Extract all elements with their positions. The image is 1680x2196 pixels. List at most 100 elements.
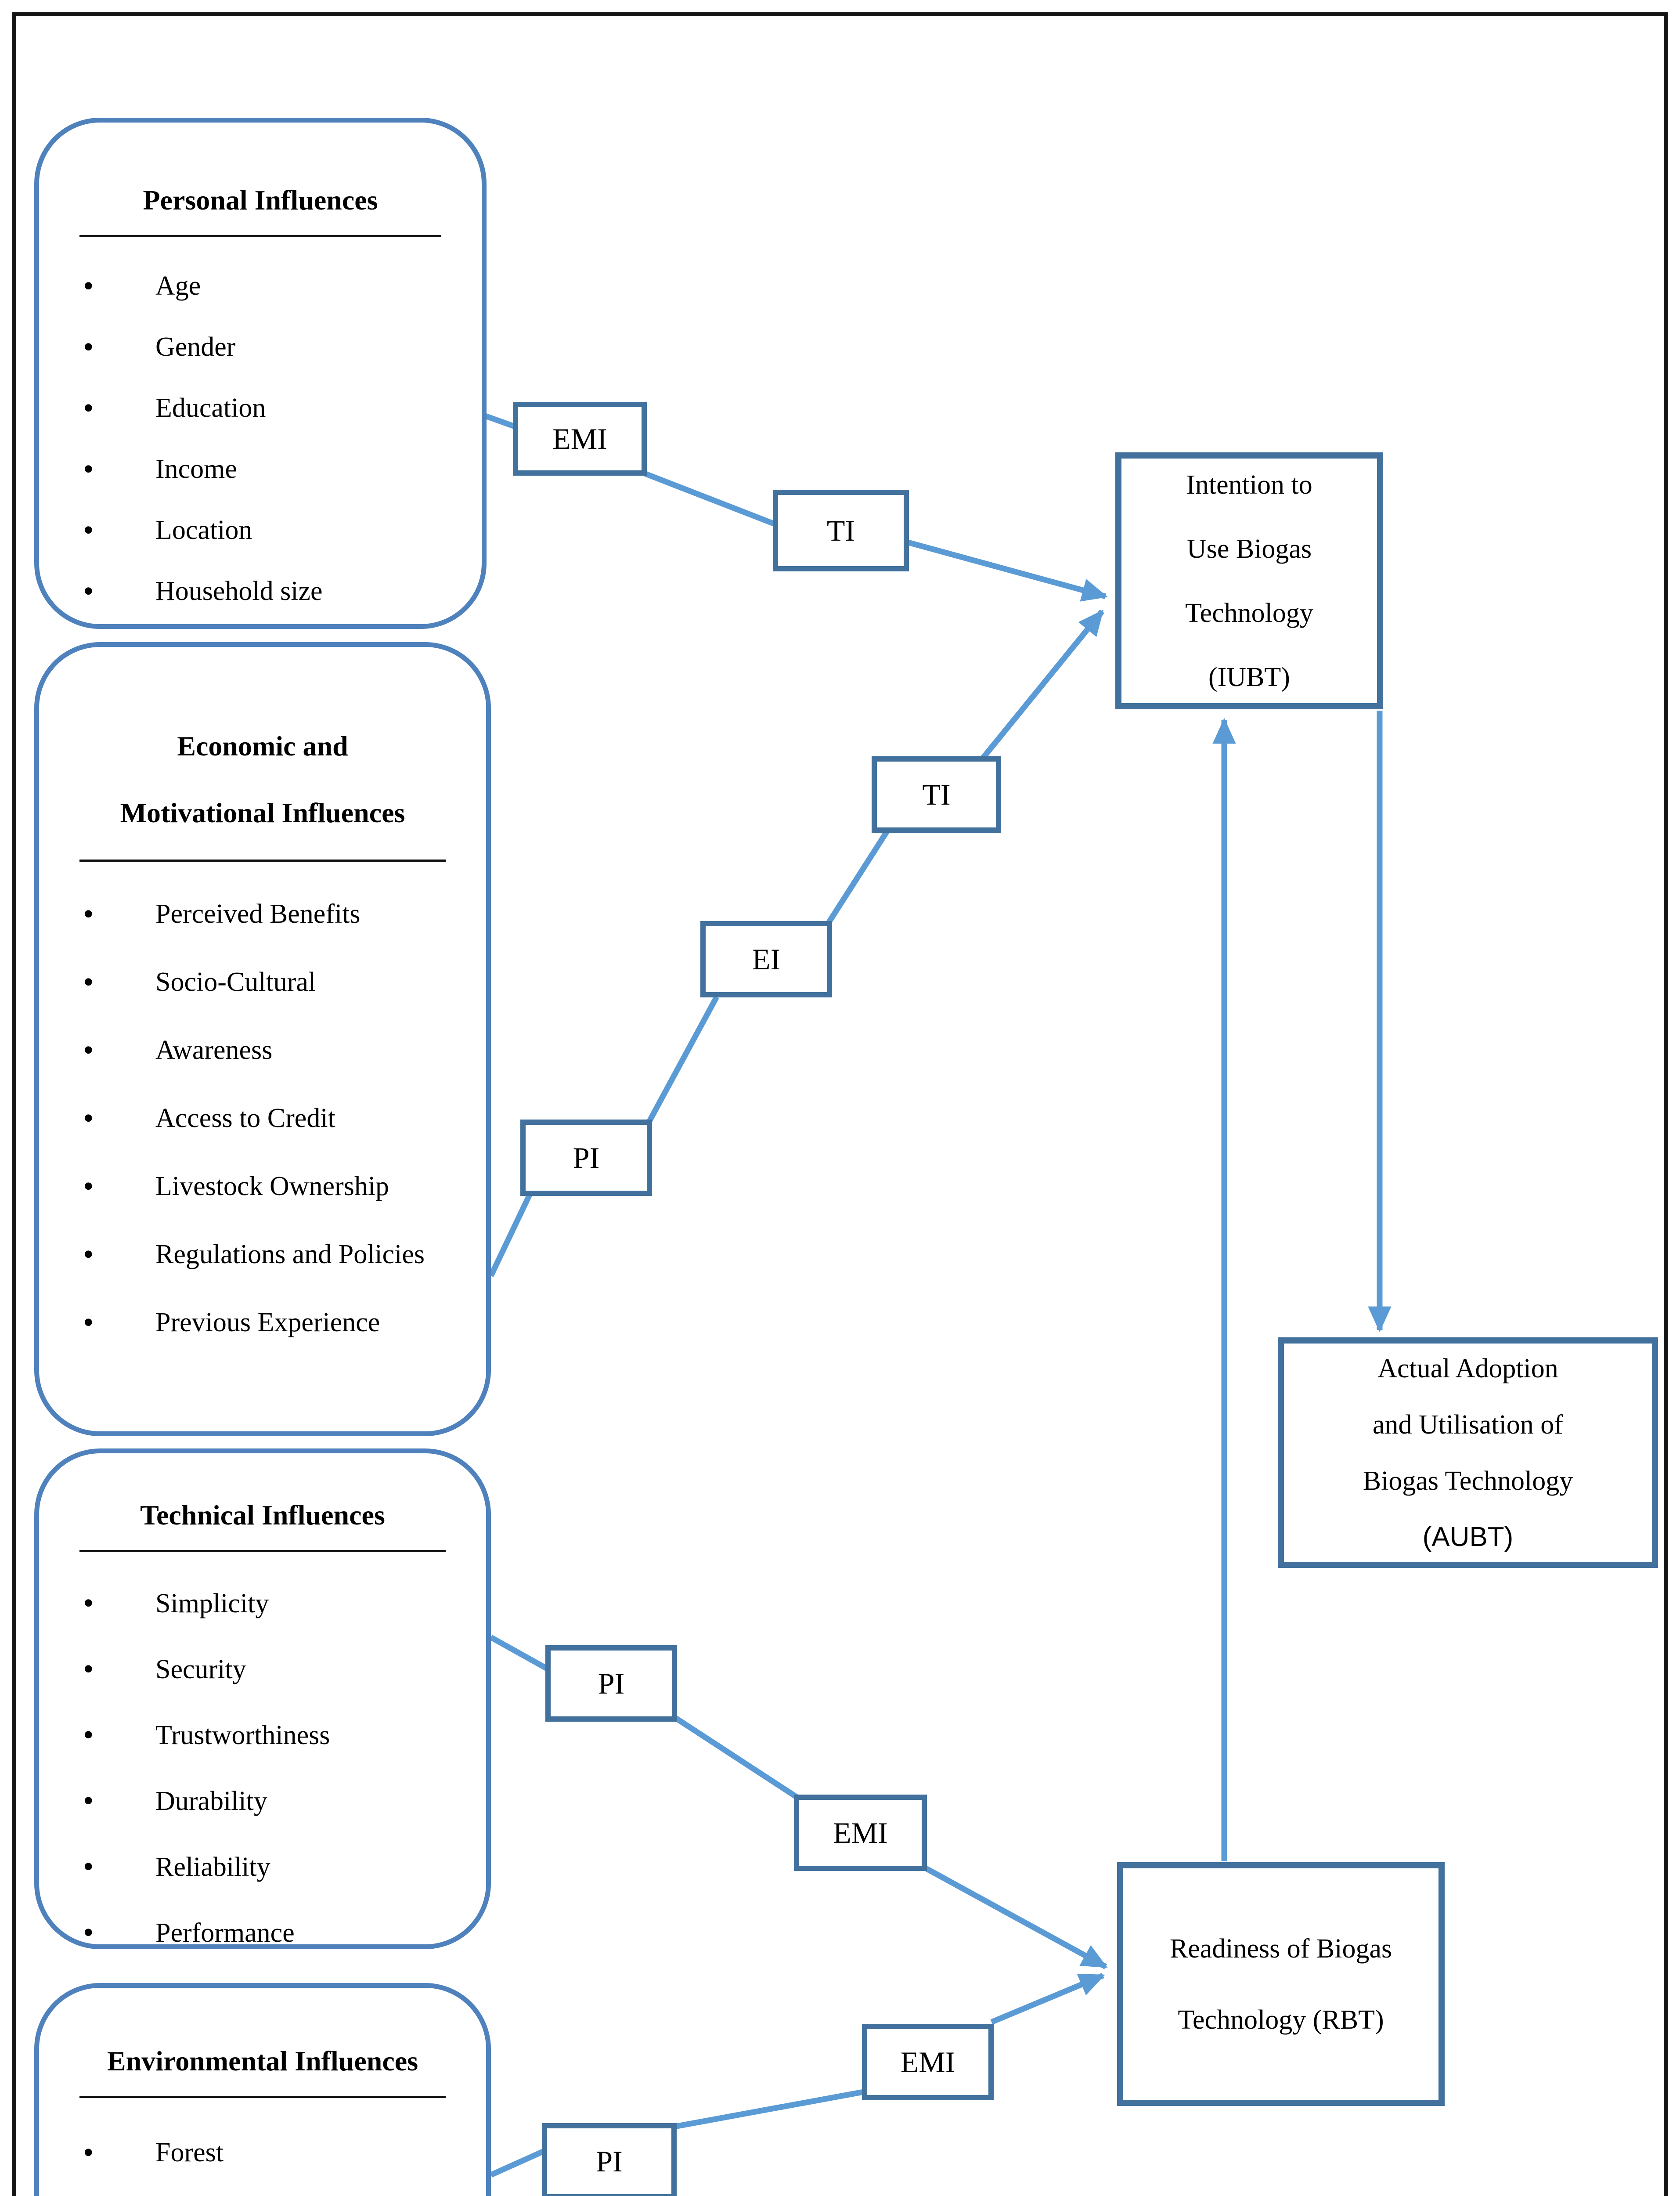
list-item: Forest bbox=[39, 2117, 486, 2189]
list-item: Education bbox=[39, 378, 482, 439]
bullet-icon bbox=[83, 439, 94, 501]
list-item-label: Previous Experience bbox=[155, 1307, 380, 1337]
title-underline bbox=[79, 860, 446, 862]
connector-label-emi-technical: EMI bbox=[794, 1795, 927, 1871]
title-line: Personal Influences bbox=[143, 184, 378, 216]
economic-motivational-influences-box: Economic and Motivational Influences Per… bbox=[34, 642, 491, 1436]
connector-label-emi-environmental: EMI bbox=[862, 2024, 994, 2100]
bullet-icon bbox=[83, 1768, 94, 1835]
line-economic-to-pi bbox=[488, 1190, 534, 1277]
bullet-icon bbox=[83, 2117, 94, 2190]
outcome-line: Use Biogas bbox=[1186, 534, 1312, 564]
list-item: Access to Credit bbox=[39, 1084, 486, 1152]
list-item-label: Durability bbox=[155, 1786, 267, 1816]
list-item: Socio-Cultural bbox=[39, 948, 486, 1016]
list-item-label: Socio-Cultural bbox=[155, 967, 316, 997]
connector-label-text: EI bbox=[752, 942, 781, 976]
title-underline bbox=[79, 235, 441, 237]
title-line: Economic and bbox=[177, 730, 348, 762]
environmental-influences-title: Environmental Influences bbox=[39, 2040, 486, 2083]
bullet-icon bbox=[83, 1571, 94, 1637]
list-item: Performance bbox=[39, 1900, 486, 1948]
environmental-influences-box: Environmental Influences Forest Water Av… bbox=[34, 1983, 491, 2196]
bullet-icon bbox=[83, 1702, 94, 1769]
personal-influences-title: Personal Influences bbox=[39, 179, 482, 222]
list-item-label: Income bbox=[155, 454, 237, 484]
list-item-label: Reliability bbox=[155, 1852, 270, 1882]
line-ti-to-iubt-arrow bbox=[907, 539, 1108, 602]
title-line: Environmental Influences bbox=[107, 2045, 418, 2077]
outcome-line: Biogas Technology bbox=[1363, 1466, 1573, 1496]
line-emi-to-rbt-arrow-2 bbox=[990, 1973, 1105, 2025]
title-line: Motivational Influences bbox=[120, 797, 405, 828]
connector-label-emi-personal: EMI bbox=[513, 402, 647, 476]
readiness-of-biogas-technology-box: Readiness of Biogas Technology (RBT) bbox=[1117, 1862, 1445, 2106]
list-item-label: Education bbox=[155, 393, 266, 423]
list-item-label: Regulations and Policies bbox=[155, 1239, 425, 1269]
list-item: Gender bbox=[39, 317, 482, 378]
personal-influences-list: Age Gender Education Income Location Hou… bbox=[39, 256, 482, 622]
list-item: Perceived Benefits bbox=[39, 880, 486, 948]
connector-label-pi-technical: PI bbox=[545, 1645, 677, 1722]
line-technical-to-pi bbox=[489, 1635, 554, 1674]
outcome-line: (IUBT) bbox=[1208, 662, 1290, 692]
bullet-icon bbox=[83, 880, 94, 950]
line-ti-to-iubt-arrow-2 bbox=[979, 609, 1105, 762]
list-item: Reliability bbox=[39, 1834, 486, 1900]
list-item: Trustworthiness bbox=[39, 1702, 486, 1768]
line-ei-to-ti bbox=[825, 830, 890, 926]
bullet-icon bbox=[83, 1221, 94, 1290]
bullet-icon bbox=[83, 1834, 94, 1901]
bullet-icon bbox=[83, 1084, 94, 1154]
line-environmental-to-pi bbox=[490, 2147, 548, 2178]
bullet-icon bbox=[83, 1636, 94, 1703]
bullet-icon bbox=[83, 500, 94, 562]
list-item: Regulations and Policies bbox=[39, 1221, 486, 1289]
list-item: Awareness bbox=[39, 1016, 486, 1084]
title-line: Technical Influences bbox=[140, 1499, 385, 1531]
list-item-label: Performance bbox=[155, 1918, 295, 1948]
list-item-label: Awareness bbox=[155, 1035, 273, 1065]
connector-label-pi-economic: PI bbox=[520, 1120, 652, 1196]
bullet-icon bbox=[83, 2189, 94, 2196]
bullet-icon bbox=[83, 1289, 94, 1358]
line-emi-to-ti bbox=[643, 470, 790, 532]
list-item: Location bbox=[39, 500, 482, 561]
connector-label-pi-environmental: PI bbox=[542, 2123, 677, 2196]
bullet-icon bbox=[83, 378, 94, 440]
bullet-icon bbox=[83, 948, 94, 1018]
technical-influences-title: Technical Influences bbox=[39, 1494, 486, 1537]
connector-label-text: EMI bbox=[552, 422, 607, 455]
outcome-line: and Utilisation of bbox=[1373, 1409, 1563, 1440]
list-item: Age bbox=[39, 256, 482, 317]
actual-adoption-utilisation-box: Actual Adoption and Utilisation of Bioga… bbox=[1278, 1337, 1658, 1568]
bullet-icon bbox=[83, 256, 94, 318]
line-pi-to-ei bbox=[645, 995, 719, 1126]
outcome-line: Technology (RBT) bbox=[1178, 2005, 1384, 2035]
technical-influences-list: Simplicity Security Trustworthiness Dura… bbox=[39, 1571, 486, 1948]
environmental-influences-list: Forest Water Availability Climatic Condi… bbox=[39, 2117, 486, 2196]
list-item: Water Availability bbox=[39, 2189, 486, 2196]
bullet-icon bbox=[83, 1152, 94, 1222]
technical-influences-box: Technical Influences Simplicity Security… bbox=[34, 1448, 491, 1949]
outcome-line: Intention to bbox=[1186, 470, 1312, 500]
personal-influences-box: Personal Influences Age Gender Education… bbox=[34, 118, 487, 629]
list-item-label: Household size bbox=[155, 576, 323, 606]
connector-label-ei-economic: EI bbox=[700, 921, 832, 997]
list-item-label: Simplicity bbox=[155, 1589, 269, 1618]
list-item-label: Gender bbox=[155, 332, 236, 362]
list-item-label: Age bbox=[155, 271, 201, 301]
list-item-label: Trustworthiness bbox=[155, 1720, 330, 1750]
list-item-label: Livestock Ownership bbox=[155, 1171, 389, 1201]
list-item-label: Location bbox=[155, 515, 252, 545]
connector-label-text: PI bbox=[573, 1141, 600, 1174]
list-item: Household size bbox=[39, 561, 482, 622]
intention-to-use-biogas-technology-box: Intention to Use Biogas Technology (IUBT… bbox=[1115, 452, 1383, 709]
bullet-icon bbox=[83, 1900, 94, 1944]
list-item-label: Forest bbox=[155, 2138, 224, 2167]
list-item: Durability bbox=[39, 1768, 486, 1834]
connector-label-text: EMI bbox=[900, 2045, 955, 2079]
economic-motivational-influences-list: Perceived Benefits Socio-Cultural Awaren… bbox=[39, 880, 486, 1357]
